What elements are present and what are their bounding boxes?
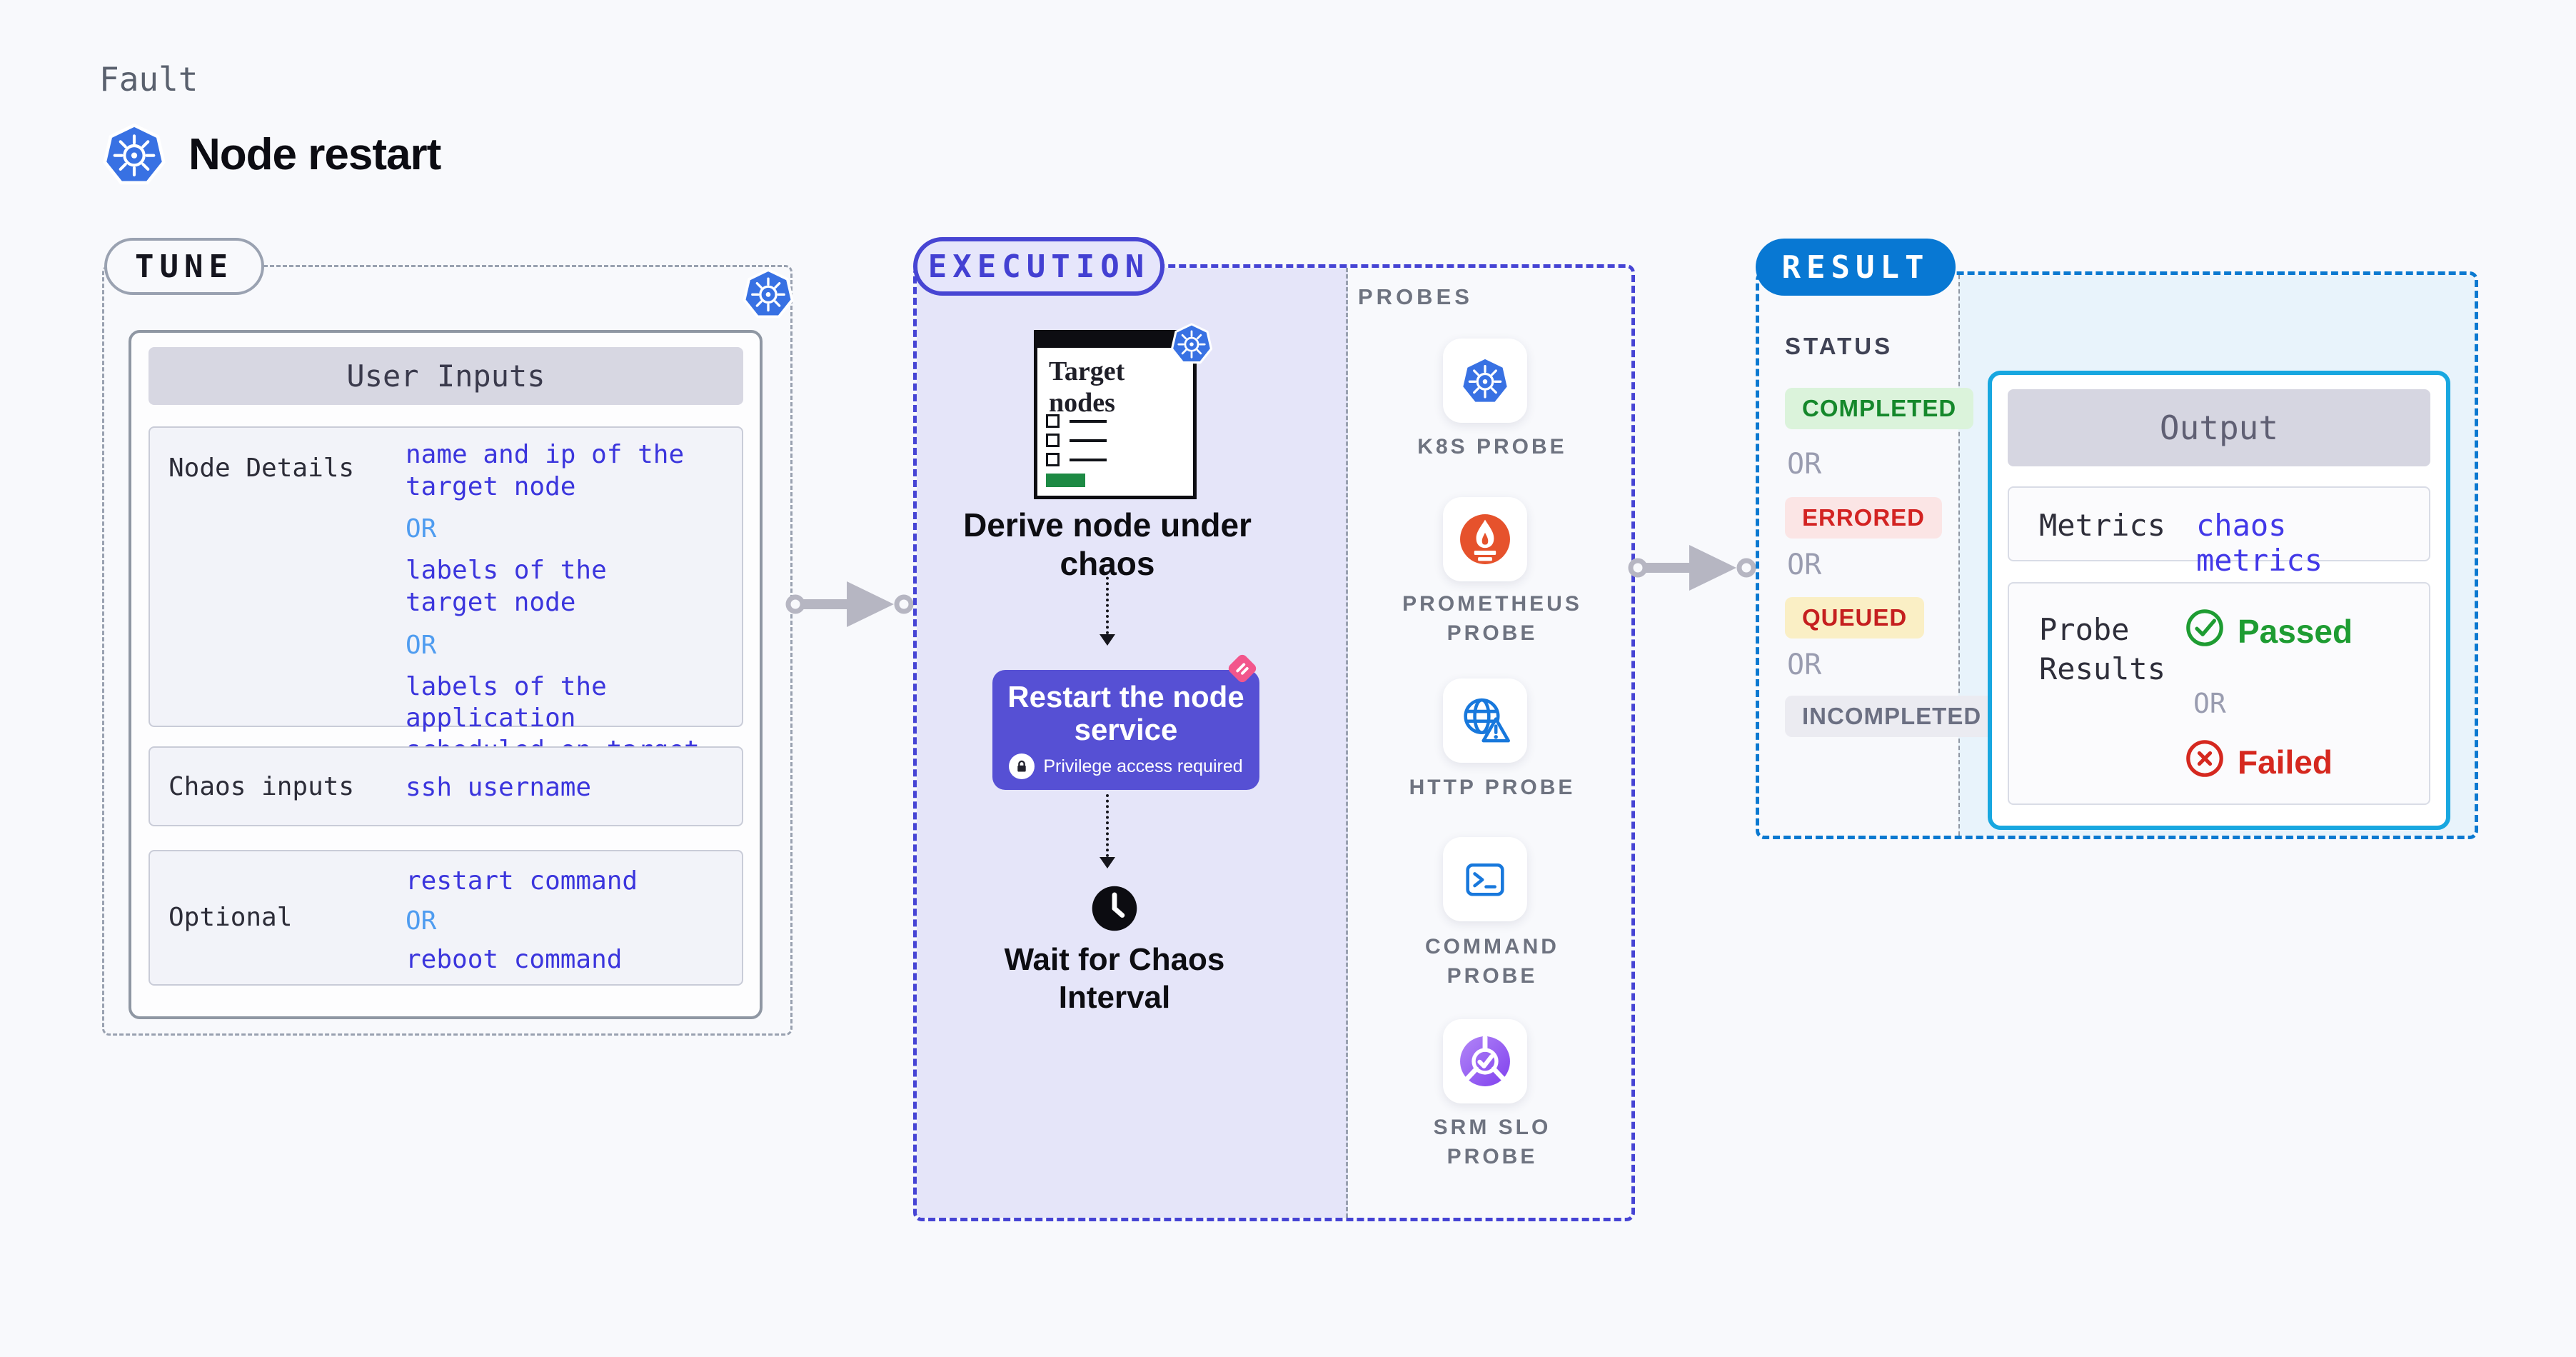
- prometheus-probe-card: [1443, 497, 1527, 581]
- target-nodes-title: Target nodes: [1049, 356, 1125, 418]
- fault-label: Fault: [99, 60, 198, 99]
- optional-row: Optional restart command OR reboot comma…: [149, 850, 743, 986]
- metrics-label: Metrics: [2039, 508, 2166, 543]
- wait-chaos-caption: Wait for Chaos Interval: [1004, 942, 1225, 1015]
- optional-label: Optional: [168, 903, 293, 932]
- list-line: [1070, 420, 1107, 423]
- derive-node-caption: Derive node under chaos: [963, 506, 1252, 583]
- probe-label: COMMAND PROBE: [1425, 935, 1559, 988]
- kubernetes-icon: [100, 120, 168, 189]
- tune-badge: TUNE: [104, 238, 264, 295]
- probe-label: K8S PROBE: [1417, 435, 1567, 459]
- command-probe-icon: [1458, 852, 1512, 906]
- checkbox-icon: [1046, 434, 1060, 447]
- value-text: restart command: [406, 866, 638, 896]
- value-text: ssh username: [406, 773, 592, 802]
- status-badge-completed: COMPLETED: [1785, 388, 1974, 429]
- http-probe-icon: [1458, 693, 1512, 748]
- value-text: labels of the target node: [406, 556, 607, 617]
- restart-node-service-step: Restart the node service Privilege acces…: [992, 670, 1259, 790]
- checkbox-icon: [1046, 414, 1060, 428]
- or-separator: OR: [1787, 649, 1822, 681]
- flow-connector: [1106, 571, 1109, 634]
- privilege-note: Privilege access required: [1043, 756, 1243, 776]
- srm-slo-probe-icon: [1458, 1034, 1512, 1088]
- progress-bar: [1046, 474, 1085, 487]
- or-separator: OR: [406, 630, 437, 660]
- status-badge-errored: ERRORED: [1785, 497, 1943, 539]
- title-row: Node restart: [100, 120, 441, 189]
- or-separator: OR: [2193, 688, 2226, 719]
- chaos-icon: [1222, 649, 1262, 688]
- value-text: name and ip of the target node: [406, 440, 685, 501]
- output-header: Output: [2008, 389, 2430, 466]
- page-title: Node restart: [188, 129, 441, 179]
- status-label: STATUS: [1785, 333, 1893, 359]
- check-circle-icon: [2184, 607, 2225, 649]
- clock-icon: [1090, 884, 1139, 933]
- http-probe-card: [1443, 678, 1527, 763]
- card-titlebar: [1034, 330, 1197, 348]
- status-badge-queued: QUEUED: [1785, 597, 1925, 639]
- k8s-icon: [1458, 354, 1512, 408]
- result-badge: RESULT: [1756, 239, 1956, 296]
- value-text: reboot command: [406, 944, 623, 974]
- arrow-down-icon: [1100, 857, 1115, 868]
- checkbox-icon: [1046, 453, 1060, 466]
- flow-connector: [1106, 794, 1109, 857]
- restart-step-label: Restart the node service: [1007, 679, 1244, 746]
- chaos-inputs-label: Chaos inputs: [168, 772, 355, 801]
- prometheus-icon: [1458, 512, 1512, 566]
- or-separator: OR: [1787, 549, 1822, 581]
- arrow-down-icon: [1100, 634, 1115, 646]
- command-probe-card: [1443, 837, 1527, 921]
- list-line: [1070, 439, 1107, 442]
- probes-label: PROBES: [1358, 284, 1473, 309]
- probe-label: PROMETHEUS PROBE: [1402, 592, 1582, 645]
- failed-label: Failed: [2238, 743, 2333, 781]
- output-card: Output Metrics chaos metrics Probe Resul…: [1988, 371, 2450, 830]
- user-inputs-header: User Inputs: [149, 347, 743, 405]
- execution-to-result-arrow: [1628, 539, 1756, 596]
- execution-badge: EXECUTION: [913, 237, 1164, 296]
- passed-label: Passed: [2238, 613, 2353, 650]
- x-circle-icon: [2184, 738, 2225, 779]
- chaos-inputs-row: Chaos inputs ssh username: [149, 746, 743, 826]
- probe-label: HTTP PROBE: [1409, 776, 1576, 799]
- node-details-label: Node Details: [168, 454, 355, 483]
- probe-label: SRM SLO PROBE: [1433, 1116, 1551, 1168]
- target-nodes-card: Target nodes: [1034, 330, 1197, 499]
- metrics-row: Metrics chaos metrics: [2008, 486, 2430, 578]
- kubernetes-icon: [740, 266, 796, 321]
- or-separator: OR: [1787, 448, 1822, 481]
- probe-results-row: Probe Results Passed OR Failed: [2008, 582, 2430, 805]
- k8s-probe-card: [1443, 339, 1527, 423]
- list-line: [1070, 459, 1107, 461]
- metrics-value: chaos metrics: [2196, 508, 2323, 578]
- status-badge-incompleted: INCOMPLETED: [1785, 696, 1999, 737]
- or-separator: OR: [406, 514, 437, 544]
- probe-results-label: Probe Results: [2039, 612, 2166, 686]
- node-details-values: name and ip of the target node OR labels…: [406, 439, 742, 798]
- srm-slo-probe-card: [1443, 1019, 1527, 1103]
- or-separator: OR: [406, 906, 437, 936]
- node-details-row: Node Details name and ip of the target n…: [149, 426, 743, 796]
- kubernetes-icon: [1169, 321, 1214, 366]
- privilege-row: Privilege access required: [1009, 753, 1243, 780]
- lock-icon: [1009, 753, 1035, 780]
- tune-section: [102, 265, 793, 1036]
- tune-to-execution-arrow: [785, 576, 914, 633]
